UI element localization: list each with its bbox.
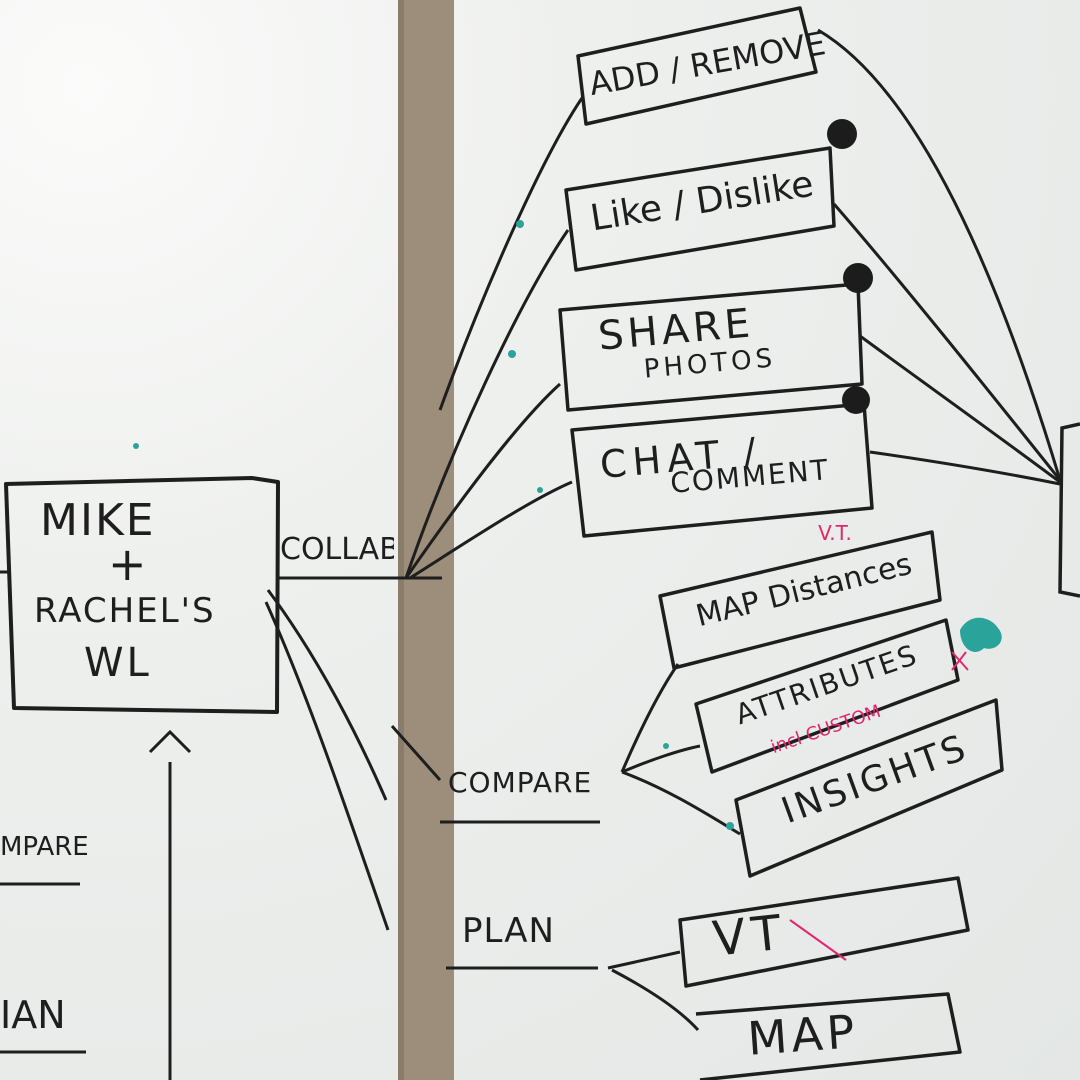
- collab-to-like-dislike: [404, 229, 570, 579]
- right-edge-box: [1058, 422, 1080, 598]
- like-dislike-box: [564, 146, 836, 272]
- plan-to-map: [611, 968, 700, 1032]
- magnet: [843, 263, 873, 293]
- add-remove-to-right: [817, 28, 1062, 481]
- branch-compare-label: COMPARE: [448, 766, 593, 799]
- share-photos-to-right: [859, 334, 1061, 484]
- board-divider-shadow: [398, 0, 404, 1080]
- attributes-box: [694, 618, 960, 774]
- chat-comment-box: [570, 402, 874, 538]
- compare-to-insights: [621, 770, 741, 836]
- attributes-star-mark: [951, 651, 969, 671]
- board-divider-strip: [398, 0, 454, 1080]
- teal-dot: [726, 822, 734, 830]
- vt-strike-mark: [789, 919, 847, 961]
- hub-to-compare: [266, 589, 388, 801]
- branch-collab-label: COLLAB: [280, 534, 394, 566]
- branch-plan-label: PLAN: [462, 911, 555, 951]
- teal-dot: [508, 350, 516, 358]
- teal-dot: [133, 443, 139, 449]
- hub-box: [4, 476, 280, 714]
- chat-comment-to-right: [869, 450, 1061, 486]
- left-compare-fragment: MPARE: [0, 832, 89, 862]
- hub-line-3: RACHEL'S: [34, 591, 216, 631]
- left-plan-fragment: IAN: [0, 993, 66, 1037]
- vt-box: [678, 876, 970, 988]
- compare-connector: [390, 725, 442, 781]
- teal-smudge: [960, 617, 1002, 652]
- teal-dot: [537, 487, 543, 493]
- map-box: [695, 992, 962, 1080]
- add-remove-box: [576, 6, 818, 126]
- magnet: [842, 386, 870, 414]
- up-arrow-head: [148, 729, 192, 754]
- hub-line-1: MIKE: [40, 495, 156, 546]
- magnet: [827, 119, 857, 149]
- insights-box: [734, 698, 1004, 878]
- teal-dot: [663, 743, 669, 749]
- hub-to-plan: [264, 601, 390, 931]
- map-distances-box: [658, 530, 942, 670]
- compare-to-attributes: [621, 744, 701, 774]
- share-photos-box: [558, 282, 864, 412]
- collab-to-add-remove: [438, 97, 584, 411]
- like-dislike-to-right: [832, 203, 1062, 481]
- collab-to-chat-comment: [409, 480, 573, 580]
- plan-to-vt: [607, 950, 681, 970]
- teal-dot: [516, 220, 524, 228]
- compare-to-map-distances: [620, 663, 680, 773]
- collab-to-share-photos: [404, 382, 562, 579]
- hub-line-2: +: [108, 537, 147, 591]
- hub-line-4: WL: [84, 640, 152, 686]
- vt-note: V.T.: [818, 521, 852, 545]
